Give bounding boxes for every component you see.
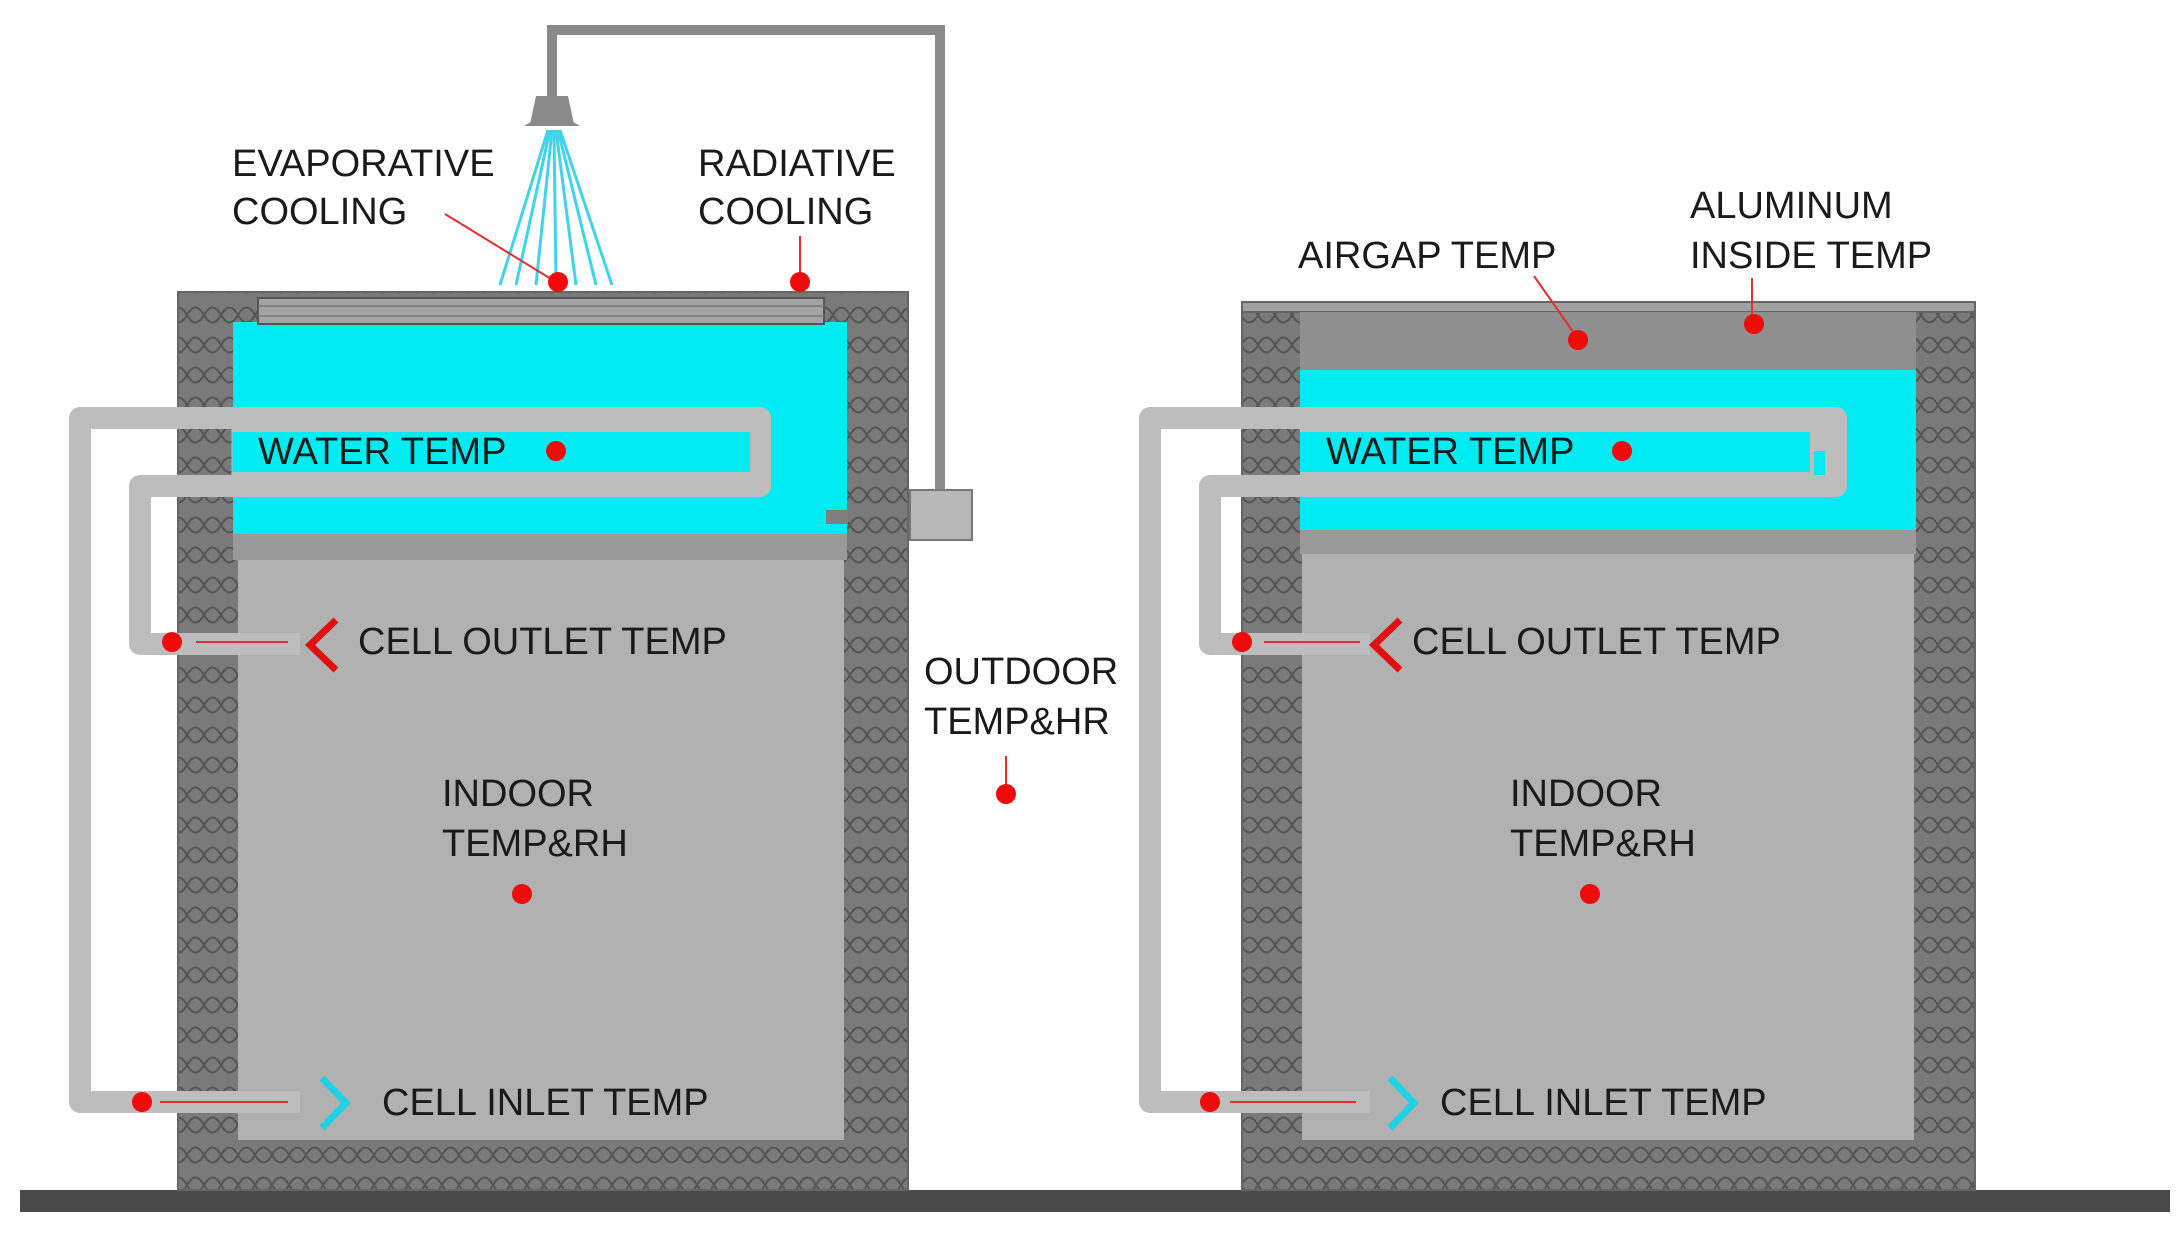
left-cell-outlet-sensor [162, 632, 182, 652]
right-water-temp-sensor [1612, 441, 1632, 461]
right-cell-inlet-sensor [1200, 1092, 1220, 1112]
right-cell-top-plate [1241, 301, 1976, 313]
left-cell-interior [238, 560, 844, 1140]
ground [20, 1190, 2170, 1212]
left-cell-inlet-sensor [132, 1092, 152, 1112]
airgap-temp-sensor [1568, 330, 1588, 350]
right-indoor-sensor [1580, 884, 1600, 904]
right-cell-pipe-loop [1139, 407, 1847, 1113]
left-cell-inlet-label: CELL INLET TEMP [382, 1082, 709, 1124]
left-cell-drain [826, 510, 848, 524]
left-indoor-sensor [512, 884, 532, 904]
left-cell-tank-floor [233, 534, 847, 560]
left-inlet-chevron-icon [319, 1075, 351, 1131]
outdoor-sensor-group: OUTDOOR TEMP&HR [924, 651, 1129, 804]
left-cell-outlet-label: CELL OUTLET TEMP [358, 621, 727, 663]
evaporative-cell: EVAPORATIVE COOLING RADIATIVE COOLING WA… [69, 25, 973, 1191]
left-water-temp-label: WATER TEMP [258, 431, 506, 473]
radiative-cooling-sensor [790, 272, 810, 292]
radiative-label: RADIATIVE COOLING [698, 143, 906, 233]
left-cell-roof-panel [257, 297, 825, 325]
aluminum-inside-sensor [1744, 314, 1764, 334]
right-cell-outlet-label: CELL OUTLET TEMP [1412, 621, 1781, 663]
right-inlet-chevron-icon [1387, 1075, 1419, 1131]
right-cell-airgap [1300, 312, 1916, 370]
spray-valve-box [909, 489, 973, 541]
right-cell-interior [1302, 554, 1914, 1140]
outdoor-sensor [996, 784, 1016, 804]
right-water-temp-label: WATER TEMP [1326, 431, 1574, 473]
right-cell-inlet-label: CELL INLET TEMP [1440, 1082, 1767, 1124]
spray-supply-pipe [547, 25, 945, 500]
spray-jets [498, 129, 614, 286]
right-cell-outlet-sensor [1232, 632, 1252, 652]
left-cell-pipe-loop [69, 407, 771, 1113]
right-outlet-chevron-icon [1368, 617, 1403, 673]
evaporative-cooling-sensor [548, 272, 568, 292]
evaporative-label: EVAPORATIVE COOLING [232, 143, 505, 233]
right-cell-tank-floor [1300, 530, 1916, 554]
aluminum-label: ALUMINUM INSIDE TEMP [1690, 185, 1932, 277]
left-outlet-chevron-icon [304, 617, 339, 673]
left-indoor-label: INDOOR TEMP&RH [442, 773, 628, 865]
left-water-temp-sensor [546, 441, 566, 461]
right-indoor-label: INDOOR TEMP&RH [1510, 773, 1696, 865]
airgap-label: AIRGAP TEMP [1298, 235, 1556, 277]
outdoor-label: OUTDOOR TEMP&HR [924, 651, 1129, 743]
airgap-cell: AIRGAP TEMP ALUMINUM INSIDE TEMP WATER T… [1139, 185, 1976, 1191]
